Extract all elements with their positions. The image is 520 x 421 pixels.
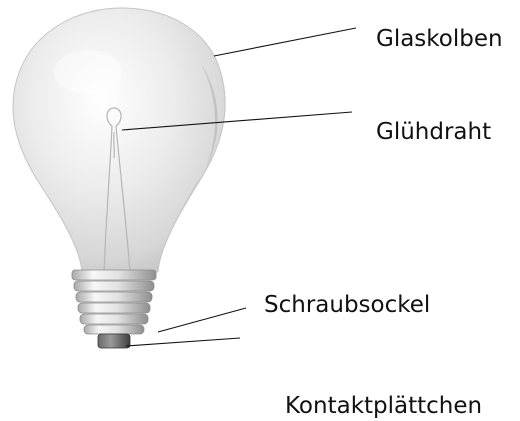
leader-line-kontakt: [125, 337, 241, 347]
contact-plate: [97, 333, 131, 349]
screw-base: [71, 269, 157, 335]
label-kontaktplaettchen: Kontaktplättchen: [285, 393, 483, 419]
leader-line-schraubsockel: [157, 307, 247, 333]
glass-bulb: [12, 7, 226, 273]
leader-line-glaskolben: [213, 27, 357, 57]
filament: [103, 107, 131, 273]
leader-line-gluehdraht: [121, 111, 353, 131]
label-glaskolben: Glaskolben: [376, 26, 503, 52]
label-schraubsockel: Schraubsockel: [264, 292, 431, 318]
label-gluehdraht: Glühdraht: [376, 119, 492, 145]
leader-lines: [121, 27, 357, 347]
